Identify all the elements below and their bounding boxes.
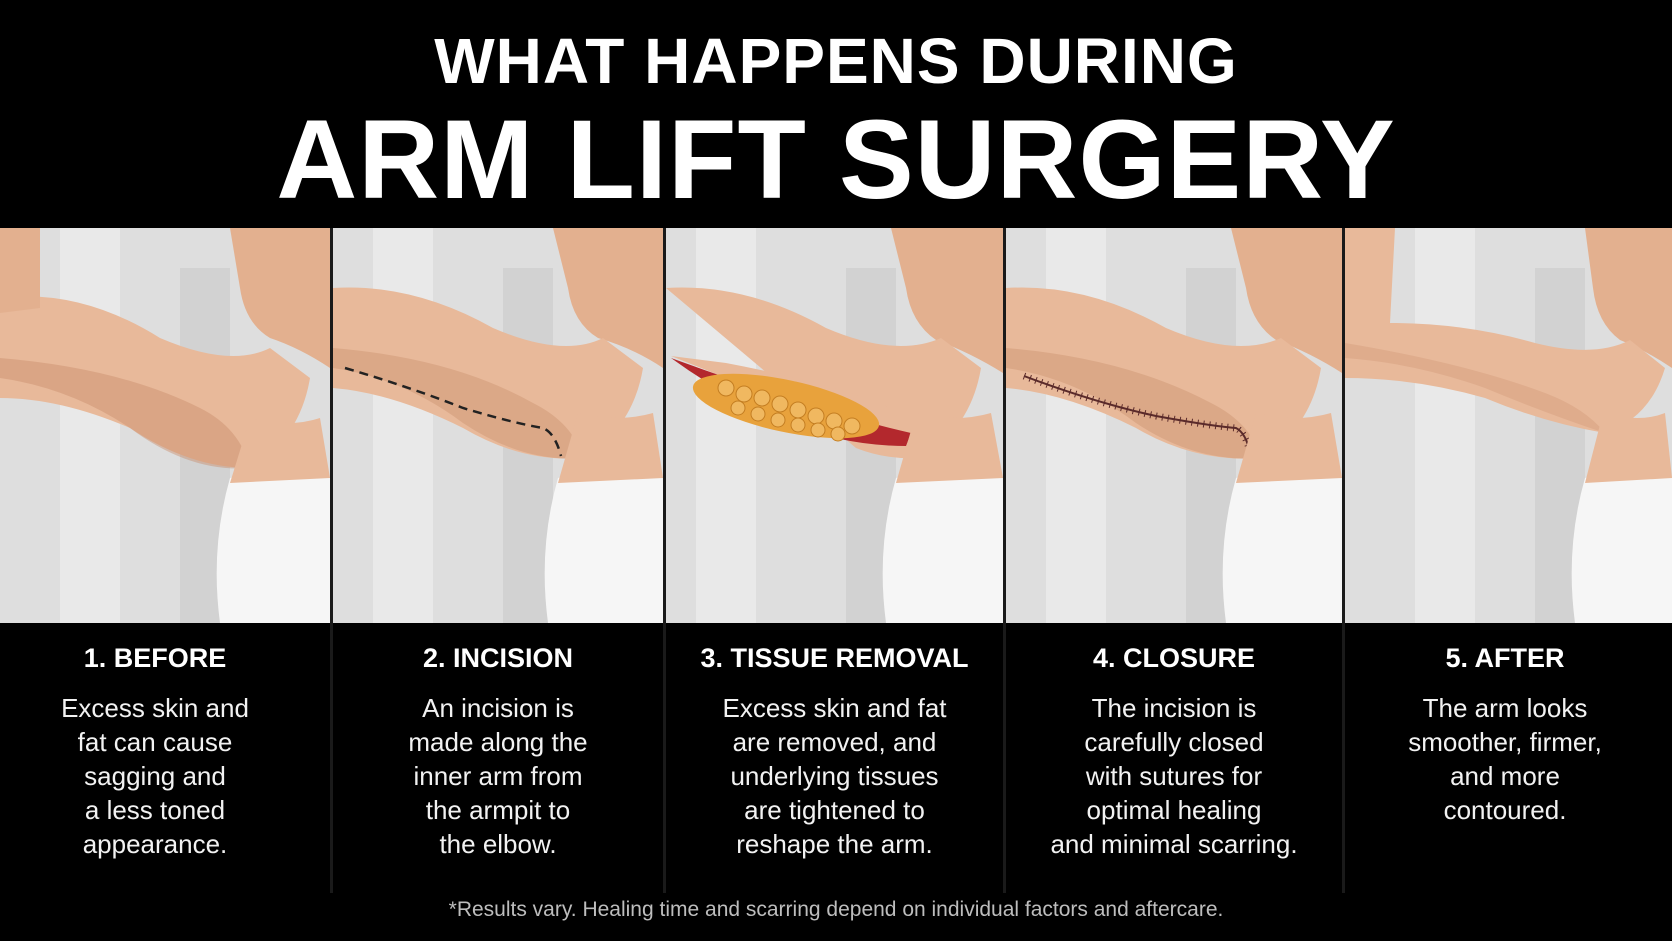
caption-closure: 4. CLOSURE The incision is carefully clo…	[1006, 623, 1342, 893]
step-description: Excess skin and fat are removed, and und…	[666, 691, 1003, 861]
desc-line: sagging and	[84, 761, 226, 791]
desc-line: contoured.	[1443, 795, 1567, 825]
desc-line: underlying tissues	[730, 761, 939, 791]
photo-tissue-removal	[666, 228, 1003, 623]
panel-divider	[1003, 228, 1006, 893]
photo-before	[0, 228, 330, 623]
step-description: The incision is carefully closed with su…	[1006, 691, 1342, 861]
desc-line: a less toned	[84, 795, 226, 825]
desc-line: The incision is	[1091, 693, 1257, 723]
step-label: 1. BEFORE	[83, 643, 227, 673]
desc-line: smoother, firmer,	[1408, 727, 1602, 757]
desc-line: are removed, and	[732, 727, 937, 757]
photo-closure	[1006, 228, 1342, 623]
desc-line: fat can cause	[77, 727, 233, 757]
desc-line: The arm looks	[1422, 693, 1588, 723]
step-description: Excess skin and fat can cause sagging an…	[0, 691, 310, 861]
desc-line: and more	[1450, 761, 1560, 791]
captions: 1. BEFORE Excess skin and fat can cause …	[0, 623, 1672, 893]
header: WHAT HAPPENS DURING ARM LIFT SURGERY	[0, 0, 1672, 228]
desc-line: with sutures for	[1085, 761, 1263, 791]
desc-line: and minimal scarring.	[1050, 829, 1298, 859]
caption-incision: 2. INCISION An incision is made along th…	[333, 623, 663, 893]
step-label: 5. AFTER	[1445, 643, 1565, 673]
desc-line: Excess skin and fat	[722, 693, 947, 723]
desc-line: appearance.	[82, 829, 228, 859]
desc-line: the elbow.	[439, 829, 557, 859]
desc-line: optimal healing	[1086, 795, 1262, 825]
title-line-1: WHAT HAPPENS DURING	[434, 25, 1238, 97]
step-description: An incision is made along the inner arm …	[333, 691, 663, 861]
desc-line: reshape the arm.	[736, 829, 933, 859]
desc-line: are tightened to	[744, 795, 925, 825]
panel-divider	[330, 228, 333, 893]
desc-line: carefully closed	[1084, 727, 1264, 757]
photo-strip	[0, 228, 1672, 623]
photo-incision	[333, 228, 663, 623]
step-label: 2. INCISION	[422, 643, 574, 673]
desc-line: An incision is	[422, 693, 574, 723]
desc-line: made along the	[408, 727, 588, 757]
photo-after	[1345, 228, 1672, 623]
caption-after: 5. AFTER The arm looks smoother, firmer,…	[1345, 623, 1665, 893]
title-line-2: ARM LIFT SURGERY	[276, 97, 1396, 222]
caption-tissue-removal: 3. TISSUE REMOVAL Excess skin and fat ar…	[666, 623, 1003, 893]
step-label: 3. TISSUE REMOVAL	[700, 643, 969, 673]
step-label: 4. CLOSURE	[1092, 643, 1256, 673]
desc-line: Excess skin and	[61, 693, 249, 723]
step-description: The arm looks smoother, firmer, and more…	[1345, 691, 1665, 827]
panel-divider	[1342, 228, 1345, 893]
panel-divider	[663, 228, 666, 893]
caption-before: 1. BEFORE Excess skin and fat can cause …	[0, 623, 310, 893]
desc-line: the armpit to	[425, 795, 571, 825]
desc-line: inner arm from	[413, 761, 583, 791]
footnote: *Results vary. Healing time and scarring…	[448, 898, 1224, 921]
